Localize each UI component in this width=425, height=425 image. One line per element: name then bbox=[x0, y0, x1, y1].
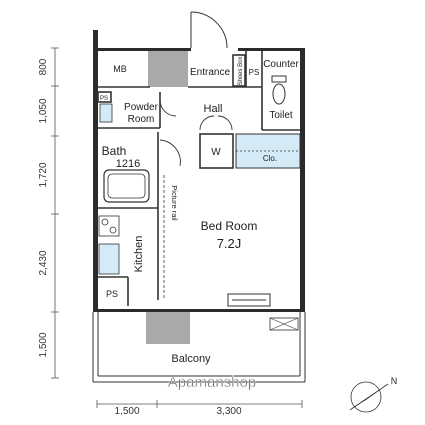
label-closet: Clo. bbox=[263, 154, 277, 163]
kitchen-sink bbox=[98, 243, 120, 275]
outer-walls bbox=[93, 30, 305, 312]
dim-vertical-1720: 1,720 bbox=[38, 162, 49, 187]
label-toilet: Toilet bbox=[269, 110, 293, 121]
compass-icon bbox=[349, 381, 389, 413]
interior-walls bbox=[97, 51, 300, 306]
label-shoes-box: Shoes Box bbox=[238, 56, 244, 85]
toilet-fixture bbox=[271, 75, 287, 105]
label-powder-room-2: Room bbox=[128, 114, 155, 125]
label-entrance: Entrance bbox=[190, 67, 230, 78]
label-balcony: Balcony bbox=[171, 353, 211, 365]
watermark-logo: Apamanshop bbox=[168, 374, 256, 391]
label-kitchen: Kitchen bbox=[133, 236, 145, 273]
powder-sink bbox=[99, 103, 113, 123]
entrance-door bbox=[190, 11, 228, 49]
label-ps-bottom: PS bbox=[106, 289, 118, 299]
dim-vertical-2430: 2,430 bbox=[38, 250, 49, 275]
label-powder-room-1: Powder bbox=[124, 102, 159, 113]
hall-doors bbox=[159, 99, 233, 167]
bathtub bbox=[103, 169, 150, 203]
label-bedroom-size: 7.2J bbox=[217, 236, 242, 251]
label-counter: Counter bbox=[263, 59, 299, 70]
label-ps-left: PS bbox=[100, 96, 108, 102]
vertical-dimension-line bbox=[51, 47, 59, 379]
balcony-outline bbox=[92, 312, 306, 383]
label-bath-2: 1216 bbox=[116, 158, 140, 170]
pillar-top bbox=[148, 51, 188, 87]
horizontal-dimension-line bbox=[96, 400, 303, 408]
dim-vertical-800: 800 bbox=[38, 58, 49, 75]
kitchen-stove bbox=[98, 215, 120, 237]
label-bedroom: Bed Room bbox=[201, 219, 258, 233]
dim-vertical-1050: 1,050 bbox=[38, 98, 49, 123]
dim-horizontal-3300: 3,300 bbox=[216, 406, 241, 417]
compass-north-label: N bbox=[391, 376, 398, 386]
label-ps-top: PS bbox=[249, 68, 260, 77]
dim-horizontal-1500: 1,500 bbox=[114, 406, 139, 417]
label-mb: MB bbox=[113, 64, 127, 74]
label-picture-rail: Picture rail bbox=[170, 185, 179, 221]
label-bath-1: Bath bbox=[102, 144, 127, 158]
label-washer: W bbox=[211, 147, 221, 158]
balcony-window bbox=[227, 293, 271, 307]
label-hall: Hall bbox=[204, 103, 223, 115]
pillar-bottom bbox=[146, 312, 190, 344]
dim-vertical-1500: 1,500 bbox=[38, 332, 49, 357]
